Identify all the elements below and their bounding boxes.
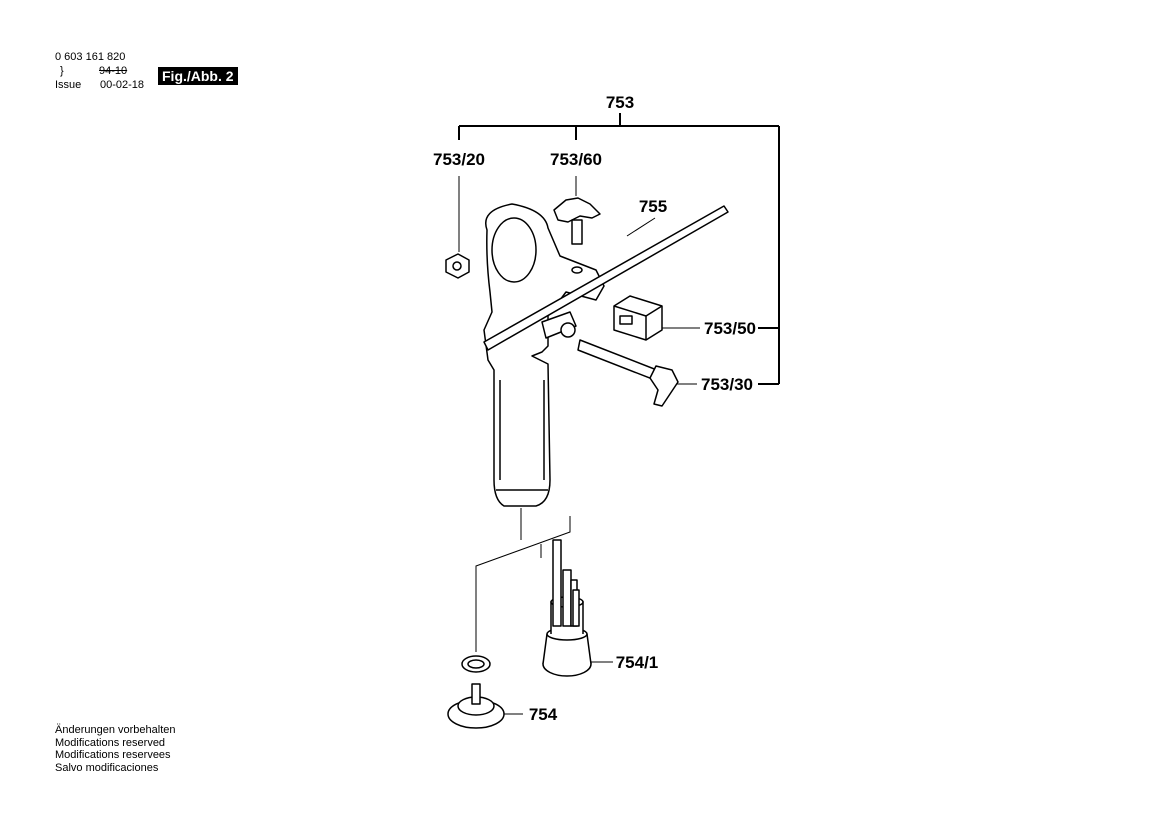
figure-label: Fig./Abb. 2	[158, 67, 238, 85]
label-754-1: 754/1	[616, 653, 659, 672]
note-line: Änderungen vorbehalten	[55, 724, 176, 736]
label-755: 755	[639, 197, 667, 216]
label-754: 754	[529, 705, 558, 724]
issue-bracket: }	[60, 65, 64, 77]
clamp-block-icon	[613, 295, 663, 341]
label-753-60: 753/60	[550, 150, 602, 169]
label-753: 753	[606, 93, 634, 112]
clamping-bolt-icon	[577, 339, 663, 383]
depth-rod-icon	[483, 205, 729, 351]
wing-screw-icon	[553, 197, 601, 223]
label-753-50: 753/50	[704, 319, 756, 338]
note-line: Modifications reservees	[55, 749, 171, 761]
struck-date: 94-10	[99, 65, 128, 77]
part-number: 0 603 161 820	[55, 51, 126, 63]
label-753-30: 753/30	[701, 375, 753, 394]
note-line: Salvo modificaciones	[55, 761, 159, 774]
holder-base-icon	[447, 655, 505, 729]
issue-date: 00-02-18	[100, 79, 145, 91]
issue-label: Issue	[55, 79, 82, 91]
label-753-20: 753/20	[433, 150, 485, 169]
note-line: Modifications reserved	[55, 736, 166, 749]
bit-holder-icon	[542, 539, 592, 677]
modification-notes: Änderungen vorbehalten Modifications res…	[55, 724, 175, 774]
